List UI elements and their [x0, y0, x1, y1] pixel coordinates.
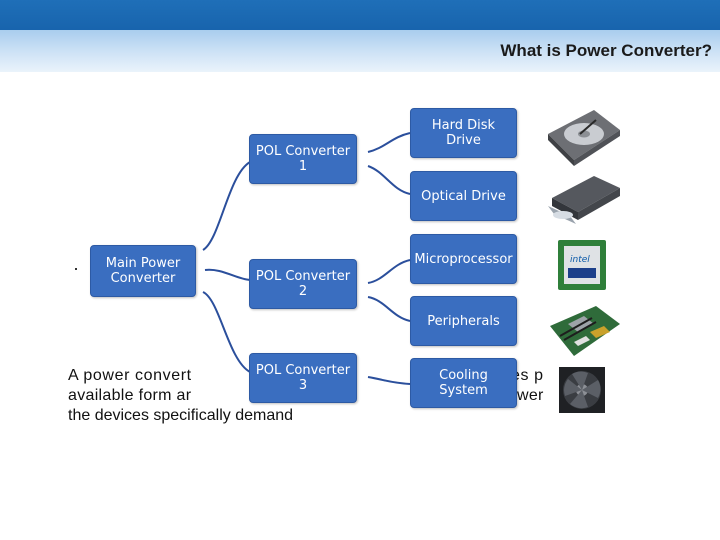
slide-title: What is Power Converter?: [500, 41, 712, 60]
pol-converter-1-label: POL Converter 1: [255, 144, 351, 174]
svg-text:intel: intel: [570, 255, 590, 265]
device-label-microprocessor: Microprocessor: [414, 251, 513, 267]
connector-pol3-cooling: [367, 376, 411, 385]
device-box-microprocessor: Microprocessor: [410, 234, 517, 284]
optical-drive-photo-icon: [548, 176, 620, 224]
main-power-converter-box: Main Power Converter: [90, 245, 196, 297]
pol-converter-2-box: POL Converter 2: [249, 259, 357, 309]
device-box-hard-disk-drive: Hard Disk Drive: [410, 108, 517, 158]
hard-disk-photo-icon: [548, 110, 620, 166]
body-text-line2-c: wer: [517, 387, 544, 404]
device-label-optical-drive: Optical Drive: [421, 188, 506, 204]
body-text-line1-c: es p: [511, 367, 544, 384]
connector-main-pol2: [204, 268, 251, 281]
device-box-optical-drive: Optical Drive: [410, 171, 517, 221]
title-band: [0, 30, 720, 72]
main-power-converter-label: Main Power Converter: [105, 256, 181, 286]
device-box-peripherals: Peripherals: [410, 296, 517, 346]
connector-main-pol3: [202, 291, 251, 373]
device-label-cooling-system: Cooling System: [439, 368, 488, 398]
connector-pol2-cpu: [367, 259, 411, 284]
pol-converter-3-label: POL Converter 3: [255, 363, 351, 393]
stray-dot: [75, 268, 77, 270]
device-box-cooling-system: Cooling System: [410, 358, 517, 408]
connector-pol1-hdd: [367, 132, 411, 153]
body-text: A power convertces p available form arnw…: [68, 366, 628, 426]
device-label-hard-disk-drive: Hard Disk Drive: [431, 118, 496, 148]
pol-converter-1-box: POL Converter 1: [249, 134, 357, 184]
motherboard-photo-icon: [550, 306, 620, 356]
connector-main-pol1: [202, 161, 251, 251]
pol-converter-2-label: POL Converter 2: [255, 269, 351, 299]
connector-pol1-optical: [367, 165, 411, 195]
cooling-fan-photo-icon: [559, 367, 605, 413]
body-text-line1-a: A power convert: [68, 367, 192, 384]
device-label-peripherals: Peripherals: [427, 313, 500, 329]
body-text-line2-a: available form ar: [68, 387, 192, 404]
connector-pol2-peripherals: [367, 296, 411, 322]
body-text-line3: the devices specifically demand: [68, 407, 294, 424]
header-bar: [0, 0, 720, 30]
microprocessor-photo-icon: intel: [558, 240, 606, 290]
pol-converter-3-box: POL Converter 3: [249, 353, 357, 403]
